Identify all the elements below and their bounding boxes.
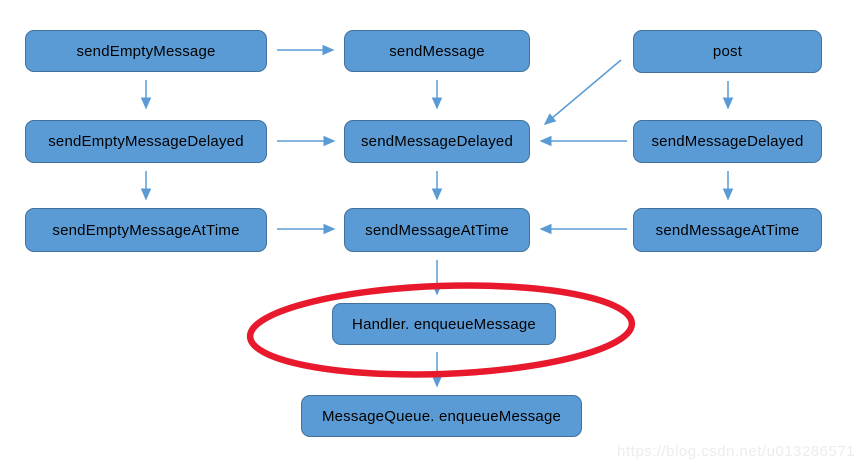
node-send-message-delayed-right: sendMessageDelayed [633,120,822,163]
node-send-message: sendMessage [344,30,530,72]
node-message-queue-enqueue-message: MessageQueue. enqueueMessage [301,395,582,437]
node-send-message-at-time-right: sendMessageAtTime [633,208,822,252]
node-send-empty-message-delayed: sendEmptyMessageDelayed [25,120,267,163]
node-post: post [633,30,822,73]
node-send-message-at-time-mid: sendMessageAtTime [344,208,530,252]
node-send-empty-message: sendEmptyMessage [25,30,267,72]
node-send-empty-message-at-time: sendEmptyMessageAtTime [25,208,267,252]
node-handler-enqueue-message: Handler. enqueueMessage [332,303,556,345]
node-send-message-delayed-mid: sendMessageDelayed [344,120,530,163]
csdn-watermark: https://blog.csdn.net/u013286571 [617,443,855,460]
